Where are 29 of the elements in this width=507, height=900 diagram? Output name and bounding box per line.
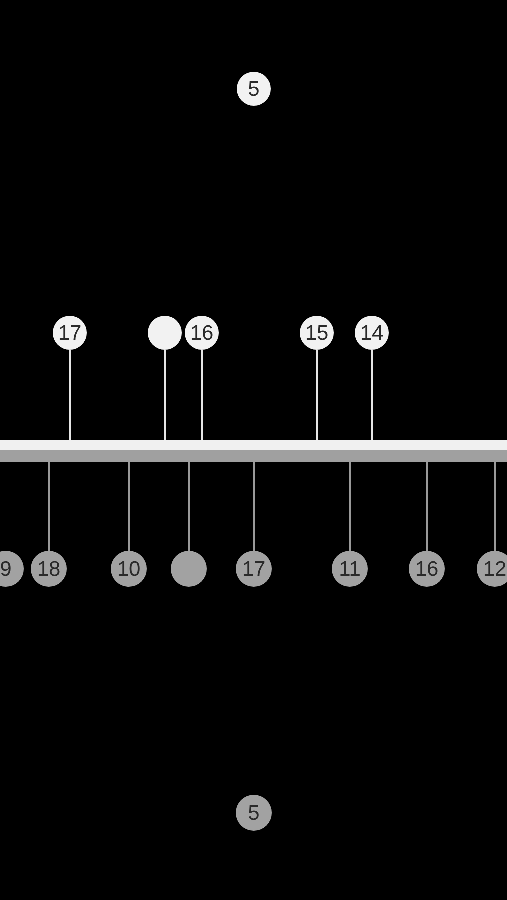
number-marker: 5 bbox=[237, 72, 271, 106]
connector-line bbox=[48, 462, 50, 551]
connector-line bbox=[349, 462, 351, 551]
connector-line bbox=[371, 350, 373, 440]
connector-line bbox=[188, 462, 190, 551]
number-marker: 17 bbox=[53, 316, 87, 350]
number-marker: 9 bbox=[0, 551, 24, 587]
marker-circle bbox=[171, 551, 207, 587]
timeline-bar bbox=[0, 440, 507, 450]
connector-line bbox=[69, 350, 71, 440]
connector-line bbox=[201, 350, 203, 440]
number-marker: 16 bbox=[409, 551, 445, 587]
timeline-bar bbox=[0, 450, 507, 462]
number-marker: 5 bbox=[236, 795, 272, 831]
number-marker: 11 bbox=[332, 551, 368, 587]
connector-line bbox=[494, 462, 496, 551]
number-marker: 15 bbox=[300, 316, 334, 350]
connector-line bbox=[164, 350, 166, 440]
number-marker: 17 bbox=[236, 551, 272, 587]
number-marker: 18 bbox=[31, 551, 67, 587]
number-marker: 16 bbox=[185, 316, 219, 350]
number-marker: 10 bbox=[111, 551, 147, 587]
marker-circle bbox=[148, 316, 182, 350]
number-marker: 12 bbox=[477, 551, 507, 587]
connector-line bbox=[128, 462, 130, 551]
connector-line bbox=[426, 462, 428, 551]
connector-line bbox=[253, 462, 255, 551]
number-marker: 14 bbox=[355, 316, 389, 350]
connector-line bbox=[316, 350, 318, 440]
